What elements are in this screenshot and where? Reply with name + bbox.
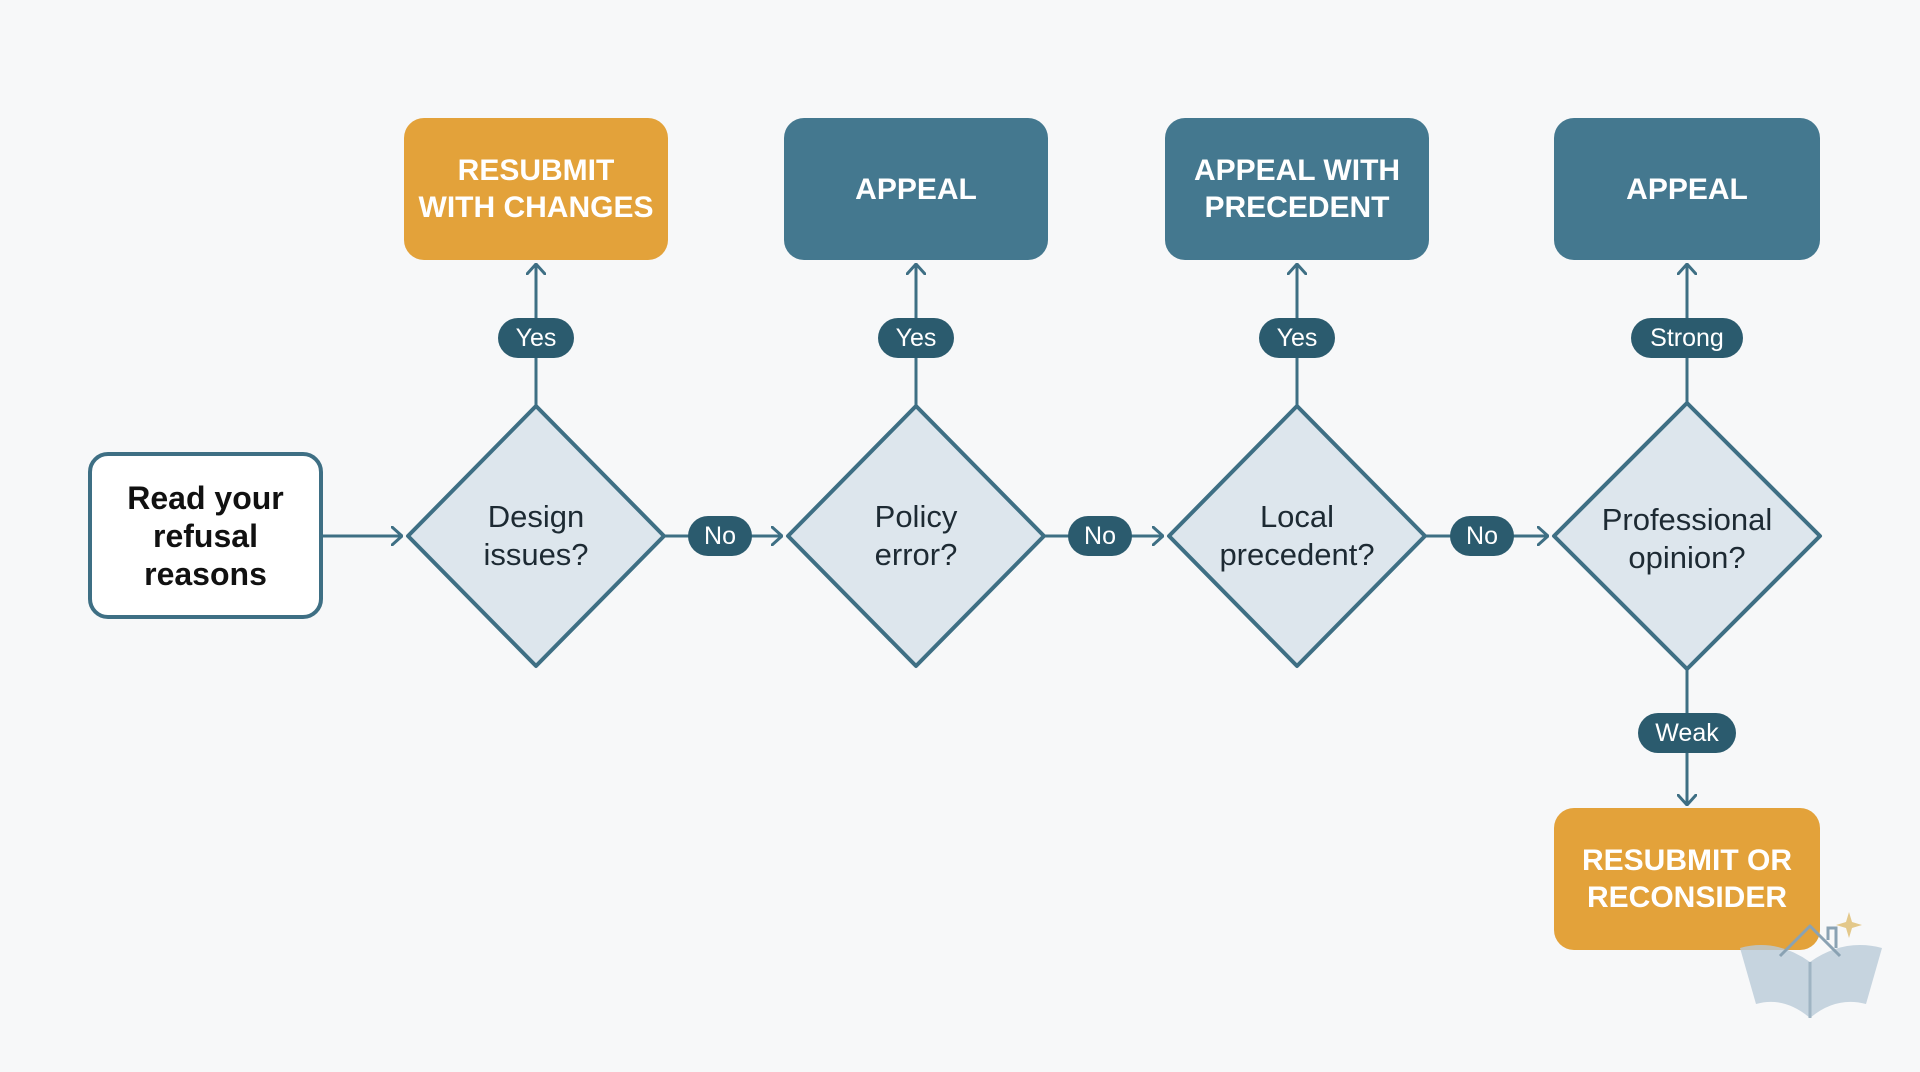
- edge-label-no: No: [1068, 516, 1132, 556]
- outcome-appeal-opinion: APPEAL: [1554, 118, 1820, 260]
- edge-label-yes: Yes: [1259, 318, 1335, 358]
- edge-label-strong: Strong: [1631, 318, 1743, 358]
- edge-label-no: No: [1450, 516, 1514, 556]
- outcome-label: RESUBMIT WITH CHANGES: [418, 154, 654, 224]
- edge-label-yes: Yes: [498, 318, 574, 358]
- decision-diamond-opinion: [1552, 401, 1822, 671]
- decision-diamond-policy: [786, 404, 1046, 668]
- outcome-resubmit-with-changes: RESUBMIT WITH CHANGES: [404, 118, 668, 260]
- outcome-resubmit-or-reconsider: RESUBMIT OR RECONSIDER: [1554, 808, 1820, 950]
- start-label: Read your refusal reasons: [127, 479, 284, 592]
- decision-label-design: Design issues?: [483, 499, 589, 572]
- decision-label-policy: Policy error?: [874, 499, 958, 572]
- decision-diamond-precedent: [1167, 404, 1427, 668]
- edge-label-yes: Yes: [878, 318, 954, 358]
- outcome-label: RESUBMIT OR RECONSIDER: [1582, 844, 1792, 914]
- outcome-label: APPEAL WITH PRECEDENT: [1193, 154, 1401, 224]
- decision-label-opinion: Professional opinion?: [1601, 502, 1773, 575]
- decision-label-precedent: Local precedent?: [1219, 499, 1375, 572]
- outcome-label: APPEAL: [1626, 172, 1748, 206]
- decision-diamond-design: [406, 404, 666, 668]
- outcome-appeal-with-precedent: APPEAL WITH PRECEDENT: [1165, 118, 1429, 260]
- edge-label-no: No: [688, 516, 752, 556]
- house-on-open-book-icon: [1740, 912, 1882, 1018]
- outcome-appeal-policy: APPEAL: [784, 118, 1048, 260]
- start-box: Read your refusal reasons: [88, 452, 323, 619]
- outcome-label: APPEAL: [855, 172, 977, 206]
- edge-label-weak: Weak: [1638, 713, 1736, 753]
